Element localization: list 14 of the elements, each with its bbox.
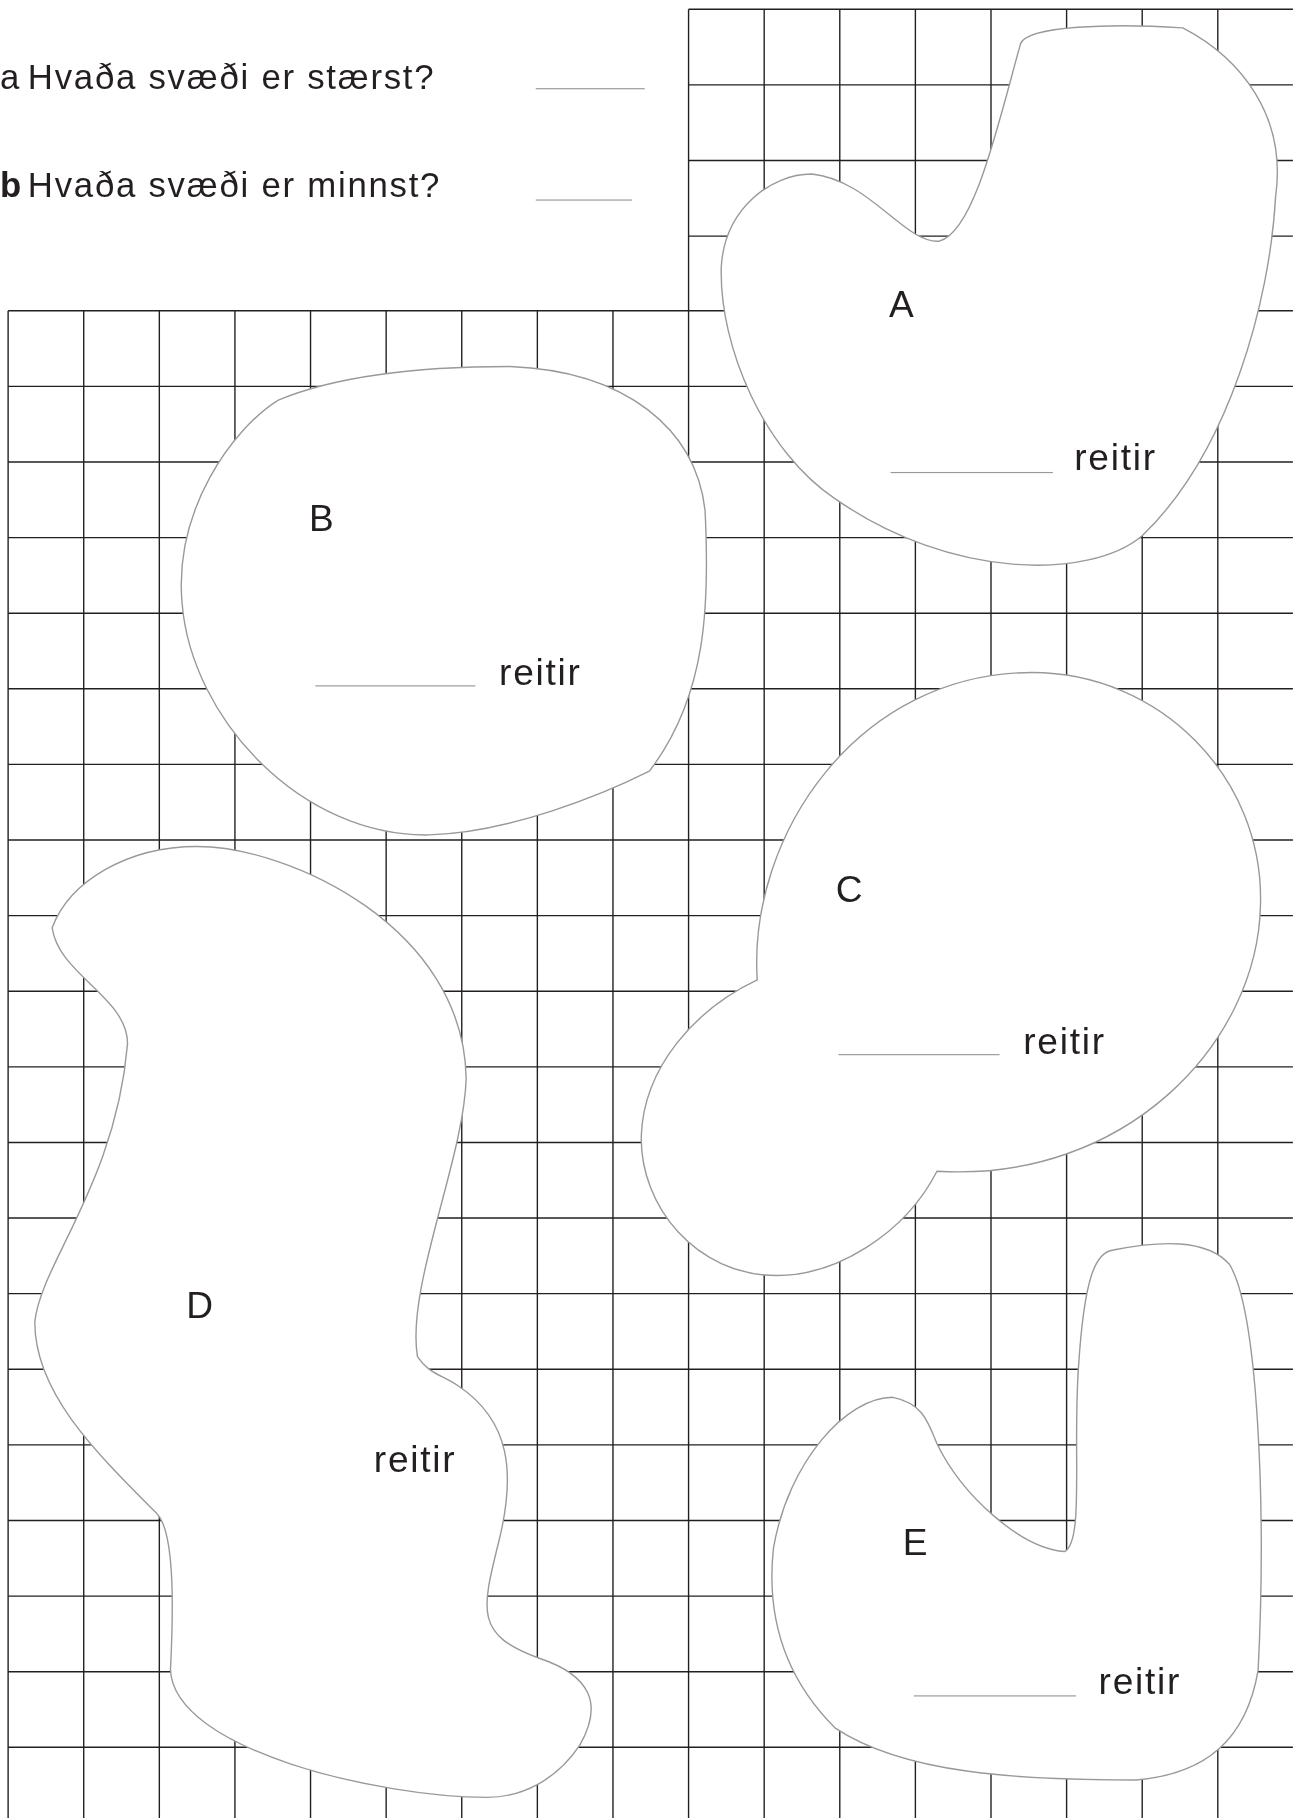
unit-label: reitir	[373, 1440, 457, 1478]
unit-label: reitir	[1074, 438, 1157, 476]
region-letter: E	[902, 1523, 930, 1561]
unit-label: reitir	[1098, 1662, 1182, 1700]
region-letter: B	[309, 499, 336, 537]
unit-label: reitir	[499, 654, 582, 692]
region-letter: D	[186, 1287, 215, 1325]
region-letter: C	[835, 870, 865, 908]
region-letter: A	[888, 285, 916, 323]
question-text: Hvaða svæði er stærst?	[27, 60, 436, 96]
unit-label: reitir	[1023, 1022, 1106, 1060]
question-letter: b	[0, 168, 23, 203]
question-letter: a	[0, 60, 22, 96]
question-text: Hvaða svæði er minnst?	[27, 168, 442, 203]
